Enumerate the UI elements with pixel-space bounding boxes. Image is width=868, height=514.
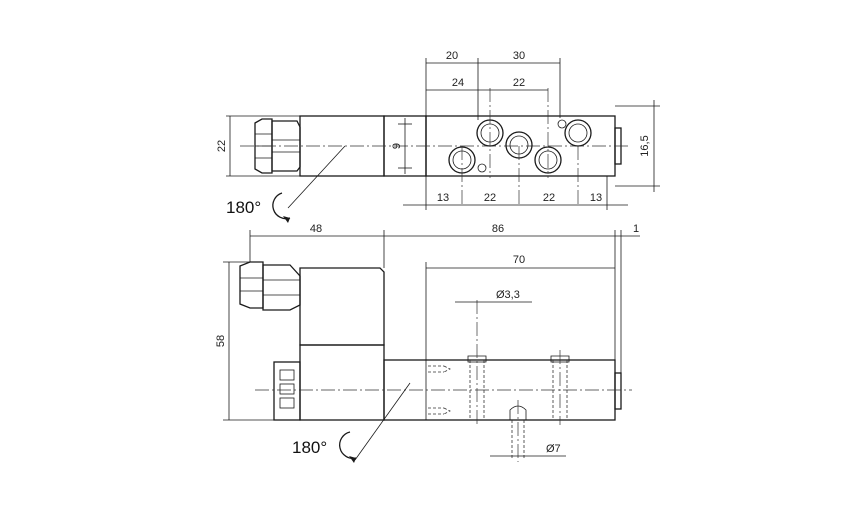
dim-24: 24 (452, 77, 464, 89)
dim-dia-3-3: Ø3,3 (496, 289, 520, 301)
coil-body-side (299, 344, 385, 421)
dim-22-b: 22 (543, 192, 555, 204)
rotate-arrow-icon (272, 192, 291, 220)
port-5 (564, 119, 592, 147)
dim-20: 20 (446, 50, 458, 62)
pilot-hole-1 (557, 119, 567, 129)
dim-dia-7: Ø7 (546, 443, 561, 455)
valve-body-top (425, 115, 616, 177)
rotate-arrow-icon (339, 431, 357, 459)
dim-58: 58 (215, 335, 227, 347)
dim-13-a: 13 (437, 192, 449, 204)
dim-1: 1 (633, 223, 639, 235)
dim-22-a: 22 (484, 192, 496, 204)
top-view (240, 88, 630, 209)
dim-86: 86 (492, 223, 504, 235)
connector-gland-side (262, 264, 301, 311)
dim-70: 70 (513, 254, 525, 266)
rotation-label-top: 180° (226, 198, 261, 217)
screw-upper (428, 365, 451, 373)
side-view (239, 261, 632, 462)
rotation-indicator-bottom: 180° (292, 431, 357, 463)
dim-9: 9 (391, 143, 403, 149)
connector-cap (254, 118, 273, 174)
coil-housing (299, 267, 385, 346)
dim-30: 30 (513, 50, 525, 62)
dim-13-b: 13 (590, 192, 602, 204)
dim-16-5: 16,5 (639, 135, 651, 156)
pilot-hole-2 (477, 163, 487, 173)
connector-cap-side (239, 261, 264, 309)
rotation-label-bottom: 180° (292, 438, 327, 457)
side-dimensions: 48 86 1 70 58 Ø3,3 Ø7 (215, 223, 640, 457)
screw-lower (428, 407, 451, 415)
connector-lower (273, 361, 301, 421)
dim-22-top: 22 (513, 77, 525, 89)
end-cap-side (614, 372, 622, 410)
dim-22-left: 22 (216, 140, 228, 152)
dim-48: 48 (310, 223, 322, 235)
rotation-indicator-top: 180° (226, 192, 291, 223)
top-dimensions: 20 30 24 22 22 9 16,5 13 22 22 13 (216, 50, 660, 210)
